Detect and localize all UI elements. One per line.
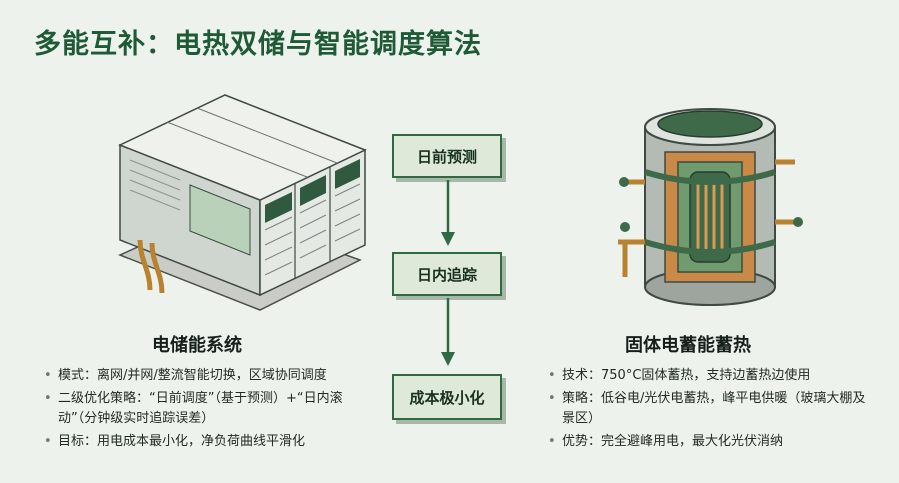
right-bullet-list: 技术：750°C固体蓄热，支持边蓄热边使用 策略：低谷电/光伏电蓄热，峰平电供暖… (548, 366, 868, 455)
flow-arrow-down-icon (441, 180, 455, 246)
right-heading: 固体电蓄能蓄热 (625, 335, 751, 356)
left-bullet-list: 模式：离网/并网/整流智能切换，区域协同调度 二级优化策略：“日前调度”（基于预… (44, 366, 374, 455)
left-heading: 电储能系统 (152, 335, 242, 356)
left-bullet: 目标：用电成本最小化，净负荷曲线平滑化 (44, 432, 374, 452)
page-title: 多能互补：电热双储与智能调度算法 (34, 29, 482, 60)
flow-step-cost-min: 成本极小化 (392, 374, 502, 420)
flow-arrow-down-icon (441, 298, 455, 366)
thermal-storage-tank-illustration (618, 108, 803, 306)
flow-step-intraday: 日内追踪 (392, 252, 502, 296)
right-bullet: 技术：750°C固体蓄热，支持边蓄热边使用 (548, 366, 868, 386)
right-bullet: 优势：完全避峰用电，最大化光伏消纳 (548, 432, 868, 452)
left-bullet: 二级优化策略：“日前调度”（基于预测）+“日内滚动”（分钟级实时追踪误差） (44, 389, 374, 429)
left-bullet: 模式：离网/并网/整流智能切换，区域协同调度 (44, 366, 374, 386)
battery-cabinet-illustration (118, 94, 367, 311)
right-bullet: 策略：低谷电/光伏电蓄热，峰平电供暖（玻璃大棚及景区） (548, 389, 868, 429)
flow-step-day-ahead: 日前预测 (392, 134, 502, 178)
